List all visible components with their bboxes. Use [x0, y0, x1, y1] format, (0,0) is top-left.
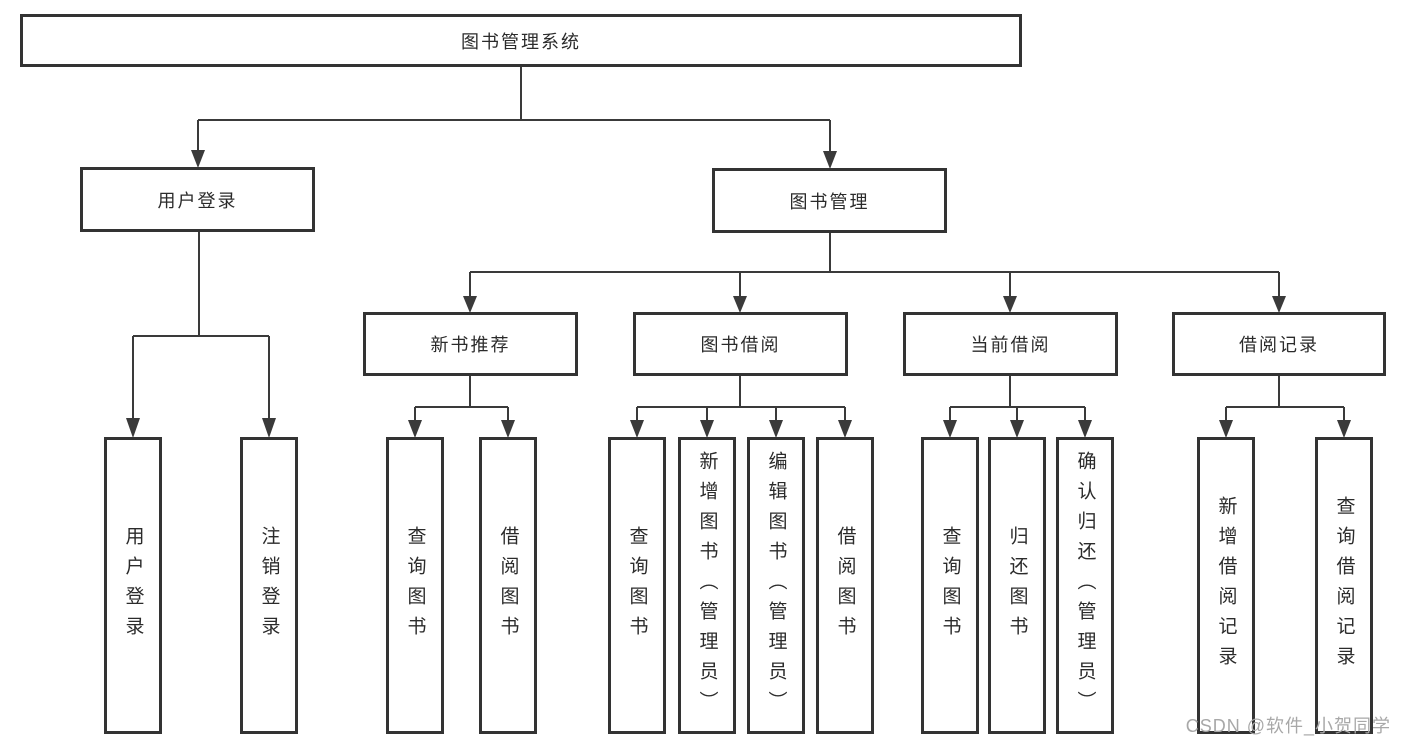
watermark: CSDN @软件_小贺同学	[1185, 716, 1391, 736]
arrow-icon	[823, 151, 837, 169]
leaf-edit-book-admin: 编辑图书（管理员）	[747, 437, 805, 734]
node-borrow-records-label: 借阅记录	[1239, 335, 1319, 355]
arrow-icon	[700, 420, 714, 438]
node-root-label: 图书管理系统	[461, 31, 581, 52]
leaf-query-books-recommend: 查询图书	[386, 437, 444, 734]
leaf-query-books-current: 查询图书	[921, 437, 979, 734]
arrow-icon	[943, 420, 957, 438]
leaf-borrow-books: 借阅图书	[816, 437, 874, 734]
leaf-confirm-return-admin-label: 确认归还（管理员）	[1074, 450, 1096, 721]
arrow-icon	[1078, 420, 1092, 438]
leaf-logout: 注销登录	[240, 437, 298, 734]
connector-groupC-to-leaves	[949, 376, 1086, 421]
arrow-icon	[191, 150, 205, 168]
arrow-icon	[838, 420, 852, 438]
leaf-edit-book-admin-label: 编辑图书（管理员）	[765, 450, 787, 721]
arrow-icon	[501, 420, 515, 438]
leaf-query-books-recommend-label: 查询图书	[404, 525, 426, 646]
connector-groupA-to-leaves	[414, 376, 509, 421]
leaf-add-book-admin: 新增图书（管理员）	[678, 437, 736, 734]
connector-mgmt-to-groups	[469, 233, 1280, 297]
node-current-borrow: 当前借阅	[903, 312, 1118, 376]
arrow-icon	[1010, 420, 1024, 438]
arrow-icon	[1272, 296, 1286, 313]
arrow-icon	[1337, 420, 1351, 438]
leaf-query-books-current-label: 查询图书	[939, 525, 961, 646]
leaf-query-borrow-record: 查询借阅记录	[1315, 437, 1373, 734]
arrow-icon	[408, 420, 422, 438]
node-book-management: 图书管理	[712, 168, 947, 233]
arrow-icon	[1003, 296, 1017, 313]
leaf-query-borrow-record-label: 查询借阅记录	[1333, 495, 1355, 676]
leaf-add-borrow-record: 新增借阅记录	[1197, 437, 1255, 734]
node-new-book-recommend-label: 新书推荐	[430, 335, 511, 355]
node-user-login: 用户登录	[80, 167, 315, 232]
connector-groupB-to-leaves	[636, 376, 846, 421]
leaf-logout-label: 注销登录	[258, 525, 280, 646]
connector-groupD-to-leaves	[1225, 376, 1345, 421]
arrow-icon	[1219, 420, 1233, 438]
connector-root-to-branches	[197, 67, 831, 152]
leaf-query-books-borrow: 查询图书	[608, 437, 666, 734]
leaf-borrow-books-label: 借阅图书	[834, 525, 856, 646]
leaf-borrow-books-recommend: 借阅图书	[479, 437, 537, 734]
node-user-login-label: 用户登录	[157, 190, 238, 211]
leaf-add-book-admin-label: 新增图书（管理员）	[696, 450, 718, 721]
arrow-icon	[733, 296, 747, 313]
arrow-icon	[769, 420, 783, 438]
leaf-user-login: 用户登录	[104, 437, 162, 734]
arrowheads	[126, 150, 1351, 438]
leaf-query-books-borrow-label: 查询图书	[626, 525, 648, 646]
node-new-book-recommend: 新书推荐	[363, 312, 578, 376]
leaf-borrow-books-recommend-label: 借阅图书	[497, 525, 519, 646]
leaf-return-book-label: 归还图书	[1006, 525, 1028, 646]
arrow-icon	[630, 420, 644, 438]
node-root: 图书管理系统	[20, 14, 1022, 67]
leaf-confirm-return-admin: 确认归还（管理员）	[1056, 437, 1114, 734]
arrow-icon	[126, 418, 140, 438]
node-current-borrow-label: 当前借阅	[970, 335, 1051, 355]
leaf-add-borrow-record-label: 新增借阅记录	[1215, 495, 1237, 676]
leaf-user-login-label: 用户登录	[122, 525, 144, 646]
arrow-icon	[463, 296, 477, 313]
node-book-borrow-label: 图书借阅	[700, 335, 781, 355]
leaf-return-book: 归还图书	[988, 437, 1046, 734]
node-borrow-records: 借阅记录	[1172, 312, 1386, 376]
node-book-management-label: 图书管理	[789, 191, 870, 212]
node-book-borrow: 图书借阅	[633, 312, 848, 376]
connector-login-to-leaves	[132, 232, 270, 419]
arrow-icon	[262, 418, 276, 438]
